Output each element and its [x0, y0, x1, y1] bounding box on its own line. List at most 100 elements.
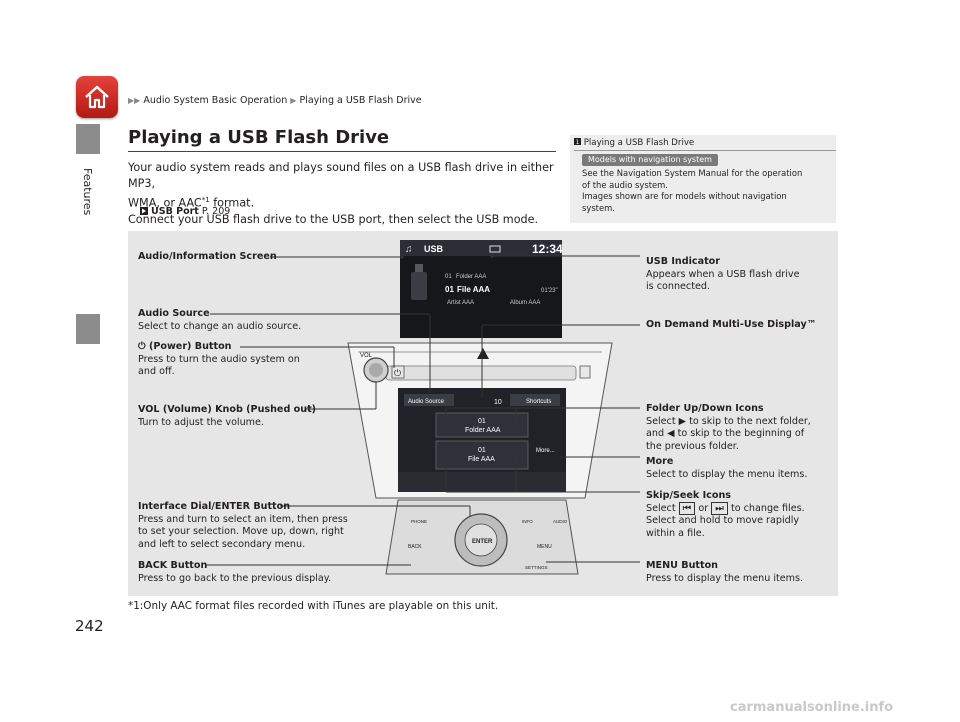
callout-desc: Appears when a USB flash drive: [646, 268, 800, 280]
xref-arrow-icon: [140, 207, 148, 215]
callout-desc: Press and turn to select an item, then p…: [138, 513, 348, 525]
callout-desc: the previous folder.: [646, 440, 739, 452]
lower-file-panel: [435, 440, 529, 470]
model-badge: Models with navigation system: [582, 154, 718, 166]
callout-interface-dial: Interface Dial/ENTER Button Press and tu…: [138, 501, 348, 551]
lower-shortcuts: Shortcuts: [526, 399, 551, 405]
breadcrumb-arrow-icon: ▶: [290, 96, 297, 105]
breadcrumb: ▶▶ Audio System Basic Operation ▶ Playin…: [128, 95, 422, 106]
breadcrumb-arrow-icon: ▶▶: [128, 96, 141, 105]
breadcrumb-item[interactable]: Audio System Basic Operation: [143, 95, 288, 106]
note-heading-text: Playing a USB Flash Drive: [583, 138, 695, 148]
side-tab-marker: [76, 124, 100, 154]
breadcrumb-item[interactable]: Playing a USB Flash Drive: [299, 95, 422, 106]
page-number: 242: [75, 617, 104, 635]
lower-file-num: 01: [478, 447, 486, 454]
callout-title: Audio/Information Screen: [138, 251, 277, 262]
folder-next-icon: ▶: [678, 415, 687, 427]
usb-indicator-icon: [489, 245, 501, 253]
page-title: Playing a USB Flash Drive: [128, 127, 390, 148]
callout-desc: Press to go back to the previous display…: [138, 572, 332, 584]
screen-artist: Artist AAA: [447, 300, 474, 306]
callout-skip-seek: Skip/Seek Icons Select ⏮ or ⏭ to change …: [646, 490, 805, 540]
callout-desc: Select to display the menu items.: [646, 468, 808, 480]
callout-desc: Select and hold to move rapidly: [646, 515, 800, 526]
note-line: system.: [582, 202, 615, 213]
screen-file-num: 01: [445, 285, 454, 294]
vol-label: VOL: [360, 353, 373, 359]
note-text: See the Navigation System Manual for the…: [582, 168, 832, 214]
svg-text:1: 1: [576, 139, 580, 145]
callout-desc: or: [698, 502, 709, 514]
note-divider: [574, 150, 836, 151]
callout-back-button: BACK Button Press to go back to the prev…: [138, 560, 331, 585]
callout-desc: is connected.: [646, 281, 710, 292]
lower-volume: 10: [494, 399, 502, 406]
intro-line: Connect your USB flash drive to the USB …: [128, 212, 539, 226]
callout-title: USB Indicator: [646, 256, 720, 267]
btn-back: BACK: [408, 544, 422, 550]
callout-desc: Press to turn the audio system on: [138, 353, 300, 365]
callout-desc: Select to change an audio source.: [138, 320, 302, 332]
folder-prev-icon: ◀: [667, 428, 675, 439]
callout-desc: Select: [646, 415, 676, 427]
callout-desc: to skip to the next folder,: [689, 415, 811, 427]
callout-desc: to change files.: [730, 502, 805, 514]
callout-desc: and off.: [138, 366, 175, 377]
callout-more: More Select to display the menu items.: [646, 456, 807, 481]
intro-text: format.: [209, 196, 255, 210]
skip-forward-icon: ⏭: [711, 501, 728, 515]
callout-audio-info-screen: Audio/Information Screen: [138, 251, 277, 264]
callout-desc: and left to select secondary menu.: [138, 538, 306, 550]
cross-reference[interactable]: USB Port P. 209: [140, 206, 230, 217]
callout-audio-source: Audio Source Select to change an audio s…: [138, 308, 301, 333]
note-box: [570, 135, 836, 223]
screen-elapsed: 01'23": [541, 288, 558, 294]
callout-title: Skip/Seek Icons: [646, 490, 731, 501]
callout-menu-button: MENU Button Press to display the menu it…: [646, 560, 803, 585]
skip-back-icon: ⏮: [678, 501, 696, 515]
note-heading: 1 Playing a USB Flash Drive: [574, 138, 694, 148]
callout-title: BACK Button: [138, 560, 208, 571]
btn-enter: ENTER: [472, 539, 493, 545]
callout-title: More: [646, 456, 674, 467]
btn-phone: PHONE: [411, 519, 427, 524]
lower-folder-num: 01: [478, 418, 486, 425]
btn-audio: AUDIO: [553, 519, 568, 524]
callout-title: (Power) Button: [148, 341, 232, 352]
callout-desc: Press to display the menu items.: [646, 572, 804, 584]
note-line: See the Navigation System Manual for the…: [582, 168, 803, 178]
music-note-icon: ♫: [405, 244, 413, 255]
callout-on-demand-display: On Demand Multi-Use Display™: [646, 319, 816, 332]
callout-desc: and: [646, 428, 665, 439]
callout-title: VOL (Volume) Knob (Pushed out): [138, 404, 317, 415]
power-icon: ⏻: [138, 341, 146, 352]
intro-text: WMA, or AAC: [128, 196, 202, 210]
lower-folder-name: Folder AAA: [465, 427, 501, 434]
power-icon: ⏻: [394, 368, 401, 378]
btn-settings: SETTINGS: [525, 565, 548, 570]
callout-title: On Demand Multi-Use Display™: [646, 319, 817, 330]
home-button[interactable]: [76, 76, 118, 118]
screen-file-name: File AAA: [457, 285, 490, 294]
screen-folder-num: 01: [445, 274, 452, 280]
hazard-icon: [477, 348, 489, 359]
callout-desc: within a file.: [646, 527, 705, 539]
note-marker-icon: 1: [574, 138, 581, 146]
lower-folder-panel: [435, 412, 529, 438]
lower-audio-source: Audio Source: [408, 399, 445, 405]
screen-folder-name: Folder AAA: [456, 274, 486, 280]
xref-label: USB Port: [151, 206, 199, 217]
btn-menu: MENU: [537, 544, 552, 550]
intro-line: WMA, or AAC*1 format.: [128, 192, 560, 212]
watermark: carmanualsonline.info: [730, 700, 894, 715]
lower-file-name: File AAA: [468, 456, 495, 463]
lower-more: More...: [536, 448, 555, 454]
footnote: *1:Only AAC format files recorded with i…: [128, 600, 499, 612]
callout-title: Interface Dial/ENTER Button: [138, 501, 291, 512]
callout-desc: to set your selection. Move up, down, ri…: [138, 526, 344, 537]
power-button: [391, 365, 405, 379]
home-icon: [85, 85, 109, 109]
callout-power: ⏻ (Power) Button Press to turn the audio…: [138, 341, 300, 379]
